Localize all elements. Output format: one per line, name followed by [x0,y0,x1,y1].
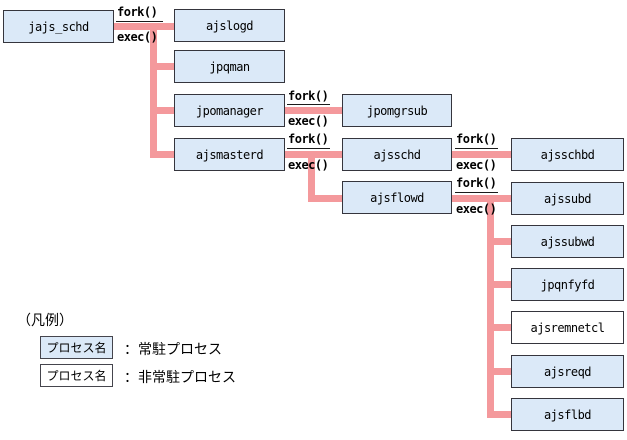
fork-label: fork() [288,132,329,146]
connector-stub-ajsremnetcl [487,324,511,331]
connector-jpomanager-to-jpomgrsub [285,107,342,114]
exec-label: exec() [117,30,158,44]
process-name: ajsremnetcl [530,320,605,335]
process-box-ajsschd: ajsschd [342,138,452,171]
process-box-ajsmasterd: ajsmasterd [174,138,285,171]
fork-label: fork() [288,89,329,103]
process-name: jpomgrsub [366,103,428,118]
process-name: ajsreqd [543,364,592,379]
process-box-ajssubwd: ajssubwd [511,225,624,258]
fork-underline [455,192,498,193]
connector-jajs-to-ajslogd [114,23,174,30]
connector-stub-ajsflowd [308,195,342,202]
exec-label: exec() [288,114,329,128]
process-box-jpomanager: jpomanager [174,94,285,127]
connector-stub-ajsreqd [487,368,511,375]
process-box-jpqman: jpqman [174,50,285,83]
process-box-jajs_schd: jajs_schd [3,10,114,43]
process-box-ajssubd: ajssubd [511,182,624,215]
process-name: ajsmasterd [195,147,264,162]
process-name: ajslogd [205,18,254,33]
process-name: jajs_schd [28,19,89,34]
process-name: ajssubd [543,191,592,206]
process-box-ajsflbd: ajsflbd [511,398,624,431]
process-box-ajsreqd: ajsreqd [511,355,624,388]
legend-heading: （凡例） [17,313,73,329]
fork-label: fork() [117,5,158,19]
connector-trunk-ajsflowd [487,195,494,418]
legend-box-resident: プロセス名 [40,336,113,359]
connector-stub-ajsmasterd [150,151,174,158]
legend-desc-resident: ：常駐プロセス [124,342,222,358]
connector-stub-jpomanager [150,107,174,114]
process-name: jpomanager [195,103,264,118]
process-box-ajsremnetcl: ajsremnetcl [511,311,624,344]
connector-ajsschd-to-ajsschbd [452,151,511,158]
fork-label: fork() [456,132,497,146]
fork-underline [287,104,330,105]
process-name: ajsschd [373,147,421,162]
exec-label: exec() [288,158,329,172]
fork-underline [287,148,330,149]
process-name: ajssubwd [540,234,595,249]
legend-box-label: プロセス名 [46,341,107,355]
connector-stub-ajssubwd [487,238,511,245]
fork-underline [116,21,163,22]
fork-underline [455,148,498,149]
process-name: ajsschbd [540,147,595,162]
process-name: ajsflbd [543,407,592,422]
legend-box-label: プロセス名 [46,369,107,383]
process-box-jpomgrsub: jpomgrsub [342,94,452,127]
process-name: jpqnfyfd [540,277,595,292]
process-name: jpqman [209,59,250,74]
connector-stub-jpqnfyfd [487,281,511,288]
process-name: ajsflowd [370,190,424,205]
fork-label: fork() [456,176,497,190]
exec-label: exec() [456,202,497,216]
connector-trunk-ajsmasterd [308,151,315,202]
connector-ajsflowd-to-ajssubd [452,195,511,202]
connector-stub-jpqman [150,63,174,70]
exec-label: exec() [456,158,497,172]
process-box-ajslogd: ajslogd [174,9,285,42]
legend-desc-nonresident: ：非常駐プロセス [124,370,236,386]
process-box-jpqnfyfd: jpqnfyfd [511,268,624,301]
legend-box-nonresident: プロセス名 [40,364,113,387]
connector-stub-ajsflbd [487,411,511,418]
process-box-ajsschbd: ajsschbd [511,138,624,171]
process-box-ajsflowd: ajsflowd [342,181,452,214]
connector-trunk-jajs [150,23,157,158]
